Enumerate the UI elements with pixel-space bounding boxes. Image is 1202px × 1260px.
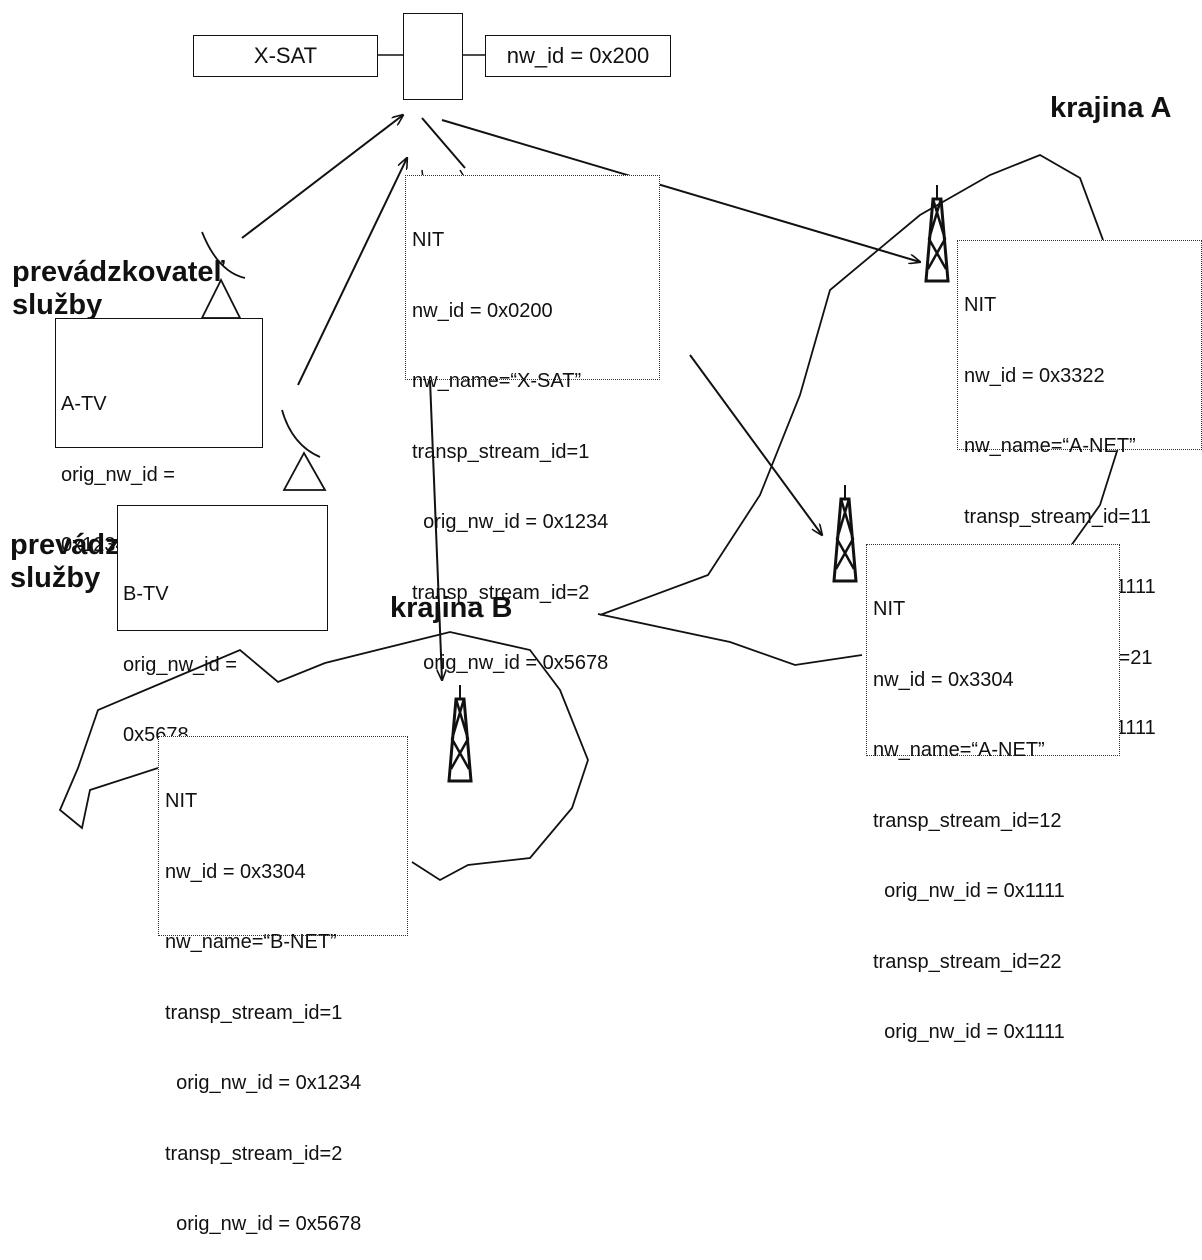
nit-table-country-a-1: NIT nw_id = 0x3322 nw_name=“A-NET” trans… (957, 240, 1202, 739)
nit-table-country-b: NIT nw_id = 0x3304 nw_name=“B-NET” trans… (158, 736, 408, 1235)
transmitter-tower-icon (924, 183, 950, 283)
downlink-arrow-satellite-link (421, 117, 466, 169)
downlink-arrow-country-b (429, 379, 442, 680)
country-b-title: krajina B (390, 592, 513, 624)
operator-box-a-tv: A-TV orig_nw_id = 0x1234 (55, 318, 263, 556)
country-b-outline (58, 631, 589, 882)
country-a-title: krajina A (1050, 92, 1172, 124)
uplink-arrow-b-tv (297, 158, 407, 386)
satellite-name-box: X-SAT (193, 35, 378, 77)
nit-table-satellite: NIT nw_id = 0x0200 nw_name=“X-SAT” trans… (405, 175, 660, 674)
operator-box-b-tv: B-TV orig_nw_id = 0x5678 (117, 505, 328, 746)
satellite-dish-icon (281, 409, 327, 491)
nit-table-country-a-2: NIT nw_id = 0x3304 nw_name=“A-NET” trans… (866, 544, 1120, 1043)
uplink-arrow-a-tv (241, 115, 403, 239)
country-a-outline (597, 154, 1119, 666)
signal-arrows (241, 115, 920, 680)
satellite-network-id-box: nw_id = 0x200 (485, 35, 671, 77)
transmitter-tower-icon (832, 483, 858, 583)
satellite-body (403, 13, 463, 100)
broadcast-network-diagram (58, 54, 1119, 882)
downlink-arrow-country-a-1 (441, 119, 920, 262)
downlink-arrow-country-a-2 (689, 354, 822, 535)
transmitter-tower-icon (447, 683, 473, 783)
